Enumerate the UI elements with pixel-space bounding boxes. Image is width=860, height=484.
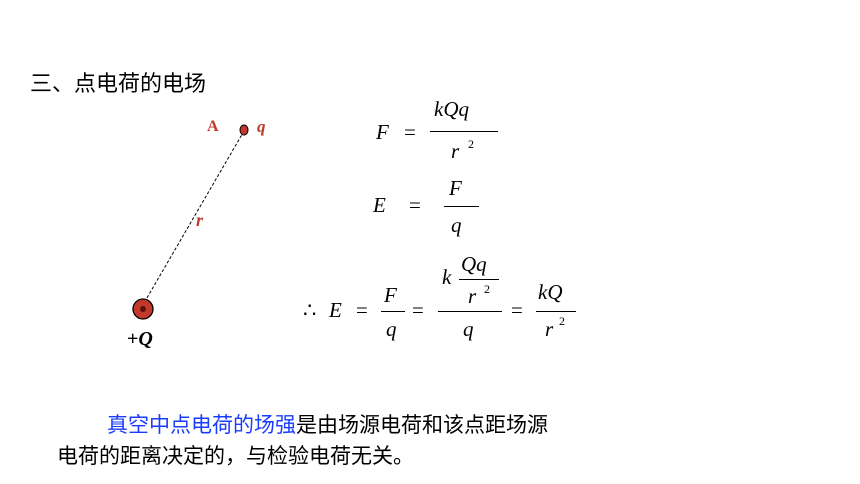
- f2-fraction-bar: [444, 206, 479, 208]
- f3-c-fraction-bar: [536, 311, 576, 313]
- f3-c-numerator: kQ: [538, 280, 563, 304]
- f3-b-fraction-bar: [438, 311, 502, 313]
- f1-exponent: 2: [468, 137, 474, 151]
- f1-fraction-bar: [430, 131, 498, 133]
- f3-eq-2: =: [412, 298, 424, 322]
- f3-a-denominator: q: [386, 317, 397, 341]
- therefore-symbol: ∴: [303, 298, 317, 322]
- f3-lhs: E: [329, 298, 342, 322]
- distance-line: [143, 130, 245, 304]
- f2-denominator: q: [451, 213, 462, 237]
- source-charge-label: +Q: [127, 328, 153, 350]
- f3-eq-3: =: [511, 298, 523, 322]
- f3-c-denominator: r: [545, 317, 554, 341]
- conclusion-paragraph: 真空中点电荷的场强是由场源电荷和该点距场源 电荷的距离决定的，与检验电荷无关。: [57, 410, 657, 472]
- f3-a-numerator: F: [384, 283, 397, 307]
- f2-numerator: F: [449, 176, 462, 200]
- f3-b-denominator: q: [463, 317, 474, 341]
- f1-numerator: kQq: [434, 97, 469, 121]
- section-heading: 三、点电荷的电场: [30, 72, 207, 97]
- highlight-phrase: 真空中点电荷的场强: [107, 413, 296, 437]
- test-charge-label: q: [257, 117, 266, 136]
- f2-lhs: E: [373, 193, 386, 217]
- f1-eq: =: [404, 120, 416, 144]
- f3-b-inner-numerator: Qq: [461, 252, 487, 276]
- point-charge-diagram: [132, 124, 249, 320]
- source-charge-core: [140, 306, 146, 312]
- f3-b-inner-bar: [459, 279, 499, 281]
- f3-a-fraction-bar: [381, 311, 405, 313]
- f3-b-inner-denominator: r: [468, 284, 477, 308]
- f1-lhs: F: [376, 120, 389, 144]
- point-a-label: A: [207, 118, 219, 135]
- distance-label: r: [196, 210, 204, 230]
- f1-denominator: r: [451, 139, 460, 163]
- paragraph-line-1: 真空中点电荷的场强是由场源电荷和该点距场源: [57, 410, 657, 441]
- paragraph-line-1-rest: 是由场源电荷和该点距场源: [296, 413, 548, 437]
- f3-c-exponent: 2: [559, 314, 565, 328]
- f3-b-inner-exponent: 2: [484, 282, 490, 296]
- paragraph-line-2: 电荷的距离决定的，与检验电荷无关。: [57, 444, 414, 468]
- f3-eq-1: =: [356, 298, 368, 322]
- test-point-dot: [239, 124, 249, 136]
- f2-eq: =: [409, 193, 421, 217]
- f3-b-k: k: [442, 265, 452, 289]
